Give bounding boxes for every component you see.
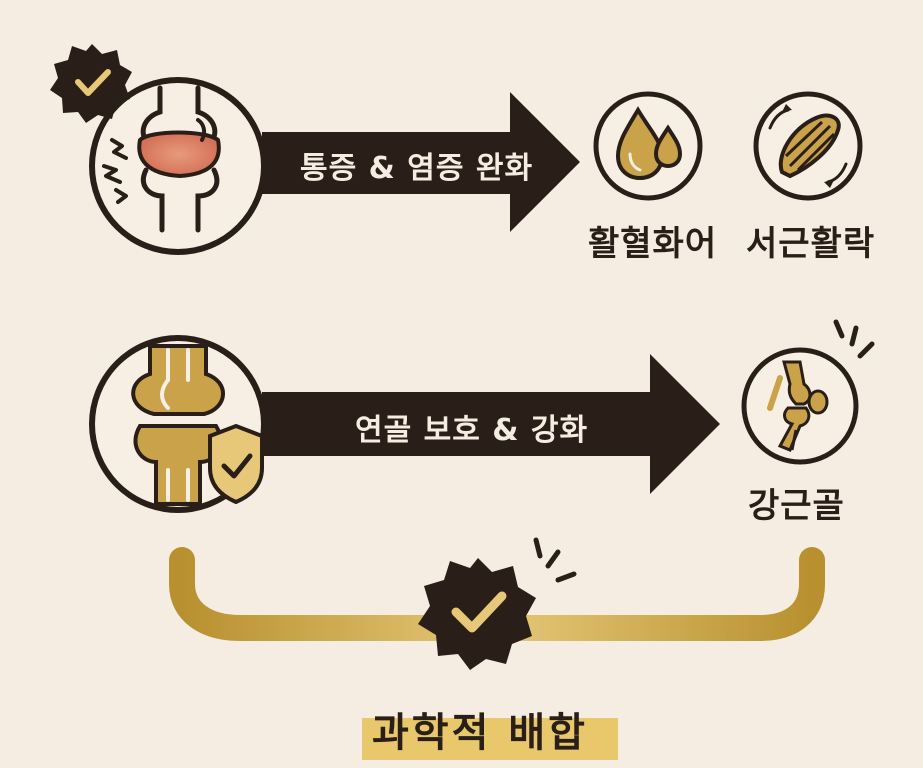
muscle-fiber-icon xyxy=(753,91,863,201)
conclusion-highlight xyxy=(362,718,618,760)
conclusion-title: 과학적 배합 xyxy=(372,710,588,756)
result-label-muscle-relaxation: 서근활락 xyxy=(746,224,876,264)
arrow-pain-relief xyxy=(262,92,580,232)
check-badge-top-icon xyxy=(50,44,132,123)
result-label-strong-bones: 강근골 xyxy=(748,486,845,526)
blood-drops-icon xyxy=(593,91,703,201)
check-badge-icon xyxy=(418,558,536,670)
arrow-cartilage-protection xyxy=(262,354,720,494)
strong-bone-joint-icon xyxy=(741,319,875,465)
arrow-label-cartilage-protection: 연골 보호 & 강화 xyxy=(355,413,589,448)
inflamed-knee-joint-icon xyxy=(89,77,267,255)
badge-impact-lines-icon xyxy=(533,537,577,583)
protected-cartilage-joint-icon xyxy=(89,335,267,513)
arrow-label-pain-relief: 통증 & 염증 완화 xyxy=(300,151,534,186)
result-label-blood-circulation: 활혈화어 xyxy=(588,224,718,264)
